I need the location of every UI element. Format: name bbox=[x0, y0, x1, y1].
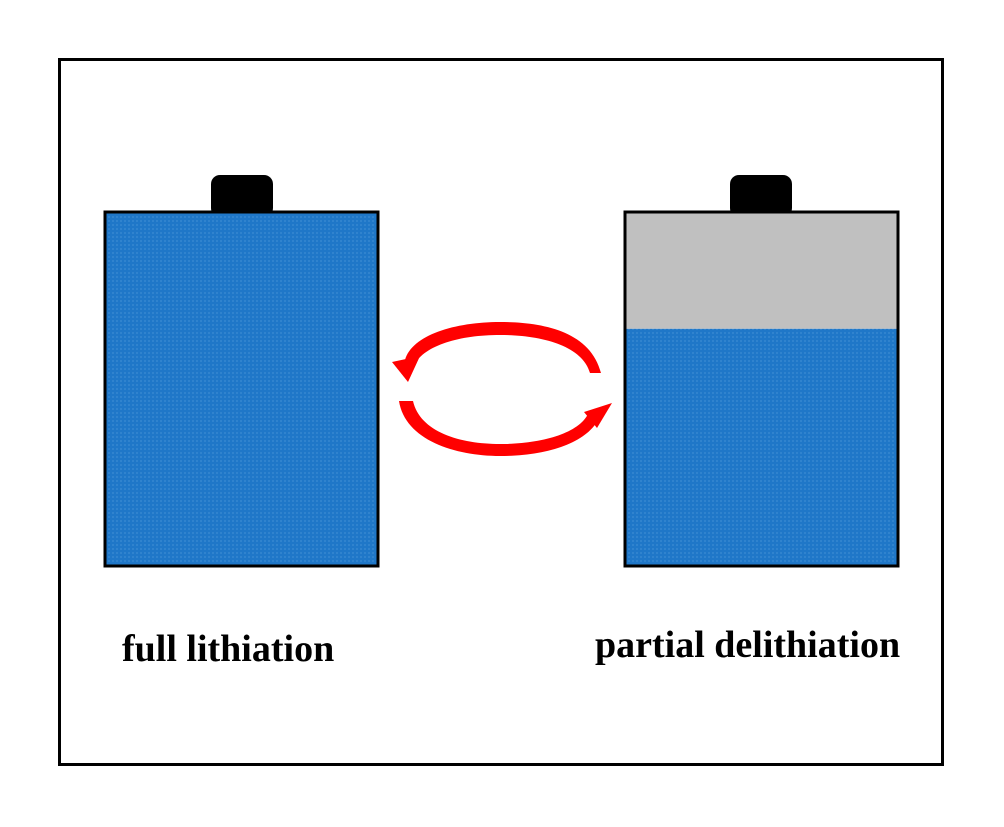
right-battery-outline bbox=[623, 210, 900, 568]
right-battery-delithiated-region bbox=[625, 212, 898, 329]
cycle-arrows-icon bbox=[392, 322, 612, 456]
diagram-frame bbox=[58, 58, 944, 766]
top-arc bbox=[405, 322, 601, 373]
bottom-arrowhead bbox=[584, 403, 612, 428]
full-lithiation-label: full lithiation bbox=[122, 628, 335, 670]
right-battery-icon bbox=[623, 175, 900, 568]
partial-delithiation-label: partial delithiation bbox=[595, 624, 901, 666]
left-battery-icon bbox=[103, 175, 380, 568]
right-battery-lithiated-region bbox=[625, 328, 898, 566]
right-battery-terminal bbox=[730, 175, 792, 217]
left-battery-body bbox=[103, 210, 380, 568]
bottom-arc bbox=[399, 401, 598, 456]
top-arrowhead bbox=[392, 356, 420, 382]
left-battery-terminal bbox=[211, 175, 273, 217]
